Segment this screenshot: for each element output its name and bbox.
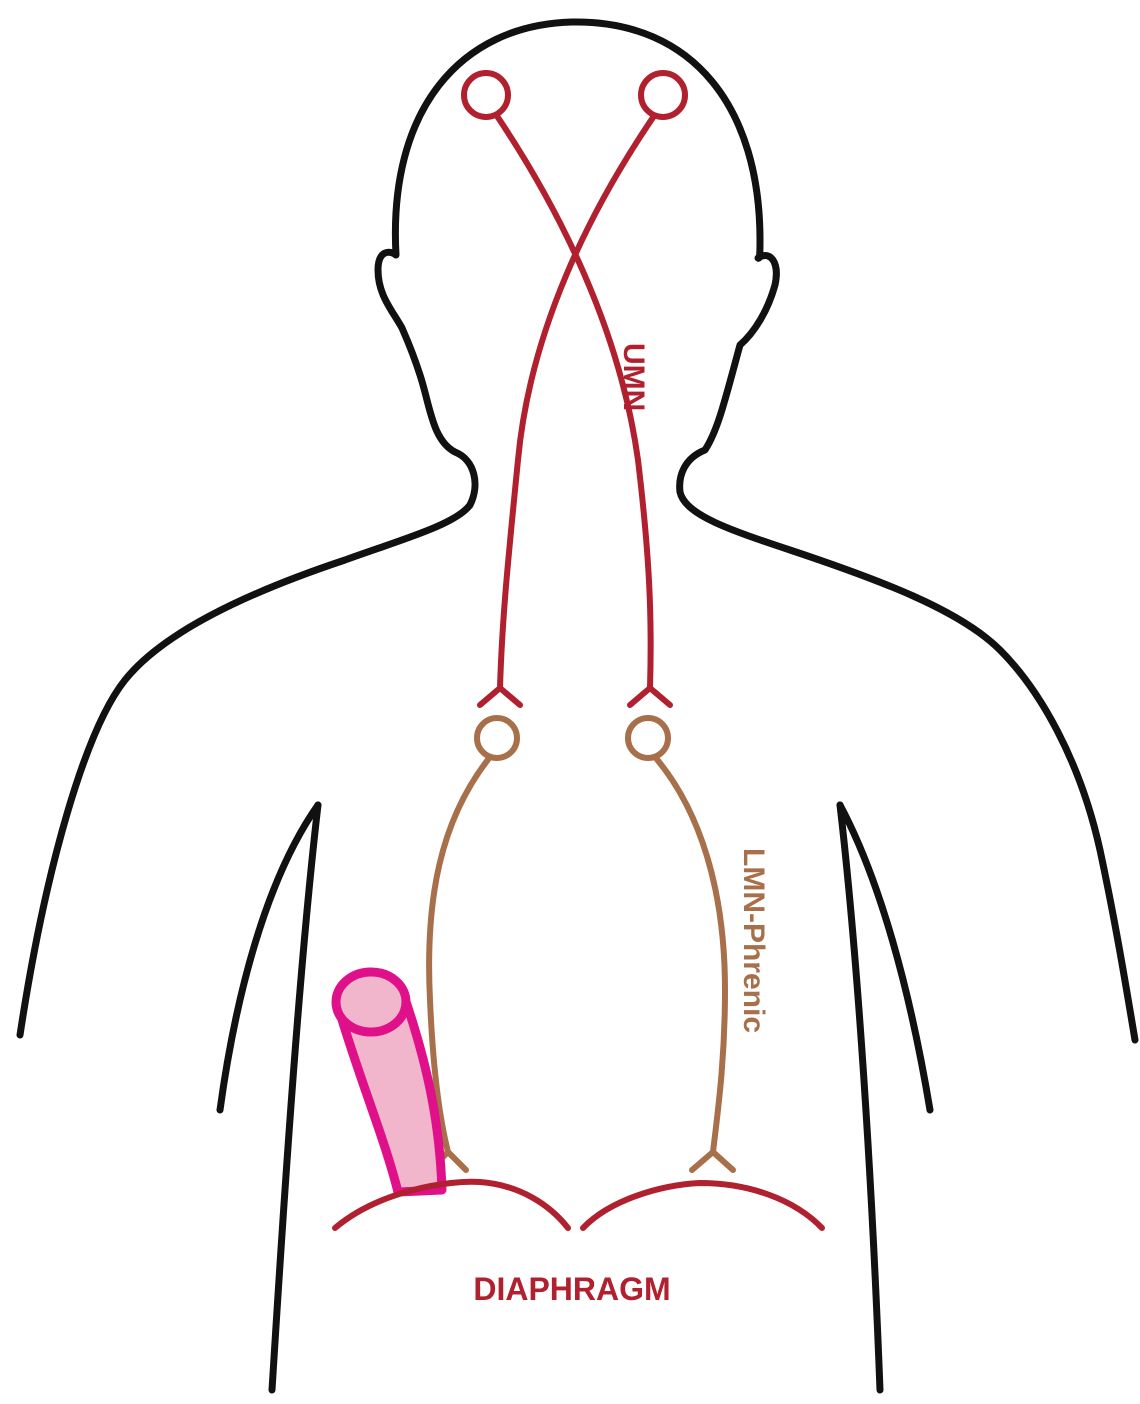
- umn-terminal-left: [480, 688, 520, 705]
- lmn-axon-left: [429, 757, 490, 1152]
- diaphragm-right-dome: [583, 1183, 822, 1228]
- lmn-phrenic-label: LMN-Phrenic: [737, 848, 770, 1033]
- lmn-cell-body-left: [477, 718, 517, 758]
- pink-tube-opening: [336, 972, 406, 1032]
- umn-terminal-right: [630, 688, 670, 705]
- left-torso-line: [272, 805, 318, 1390]
- lmn-axon-right: [655, 757, 725, 1152]
- lmn-pathways: [429, 718, 733, 1170]
- diaphragm-label: DIAPHRAGM: [473, 1271, 670, 1307]
- pink-tube: [336, 972, 442, 1192]
- body-outline-upper: [20, 22, 1135, 1040]
- umn-cell-body-right: [641, 73, 685, 117]
- lmn-cell-body-right: [628, 718, 668, 758]
- lmn-terminal-right: [692, 1152, 733, 1170]
- umn-pathways: [464, 73, 685, 705]
- umn-cell-body-left: [464, 73, 508, 117]
- umn-label: UMN: [617, 343, 650, 411]
- diaphragm-left-dome: [335, 1182, 568, 1228]
